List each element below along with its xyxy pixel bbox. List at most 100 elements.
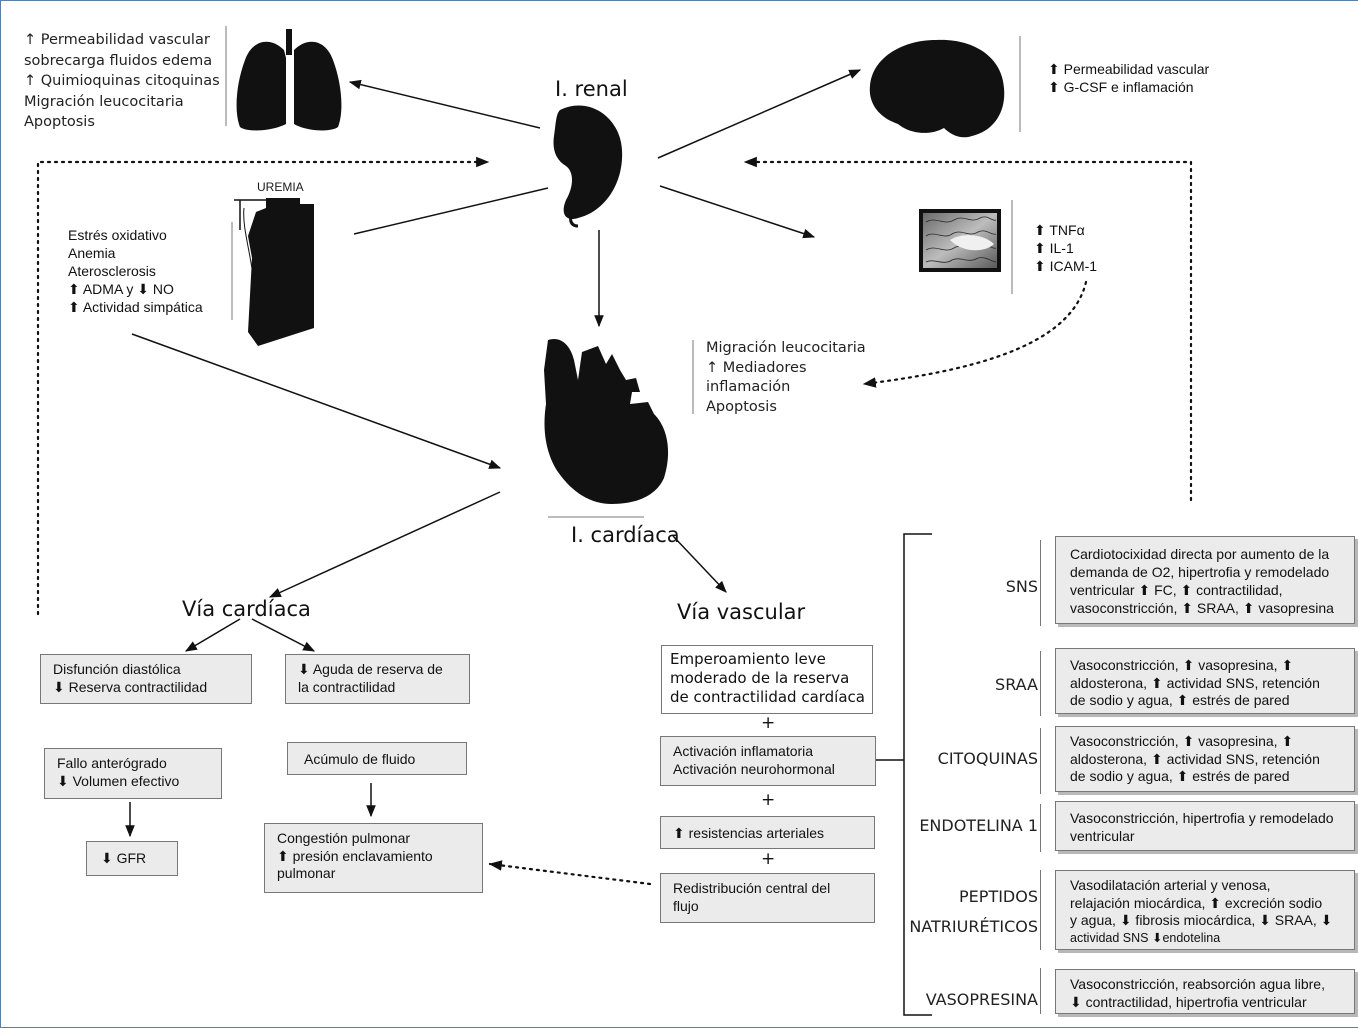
lung-effect: Migración leucocitaria xyxy=(24,93,184,110)
cell-effects: ⬆ TNFα ⬆ IL-1 ⬆ ICAM-1 xyxy=(1034,221,1097,275)
mediator-box-sraa: Vasoconstricción, ⬆ vasopresina, ⬆ aldos… xyxy=(1055,648,1355,714)
heart-label: I. cardíaca xyxy=(571,523,680,547)
lung-effect: ↑ Permeabilidad vascular xyxy=(24,32,210,48)
box-line: ventricular ⬆ FC, ⬆ contractilidad, xyxy=(1070,582,1283,598)
heart-effect: Migración leucocitaria xyxy=(706,340,866,356)
uremia-label: UREMIA xyxy=(257,180,304,194)
box-line: aldosterona, ⬆ actividad SNS, retención xyxy=(1070,750,1320,767)
mediator-label-cytokines: CITOQUINAS xyxy=(937,749,1038,768)
box-line: Cardiotocixidad directa por aumento de l… xyxy=(1070,546,1330,562)
uremia-effect: Aterosclerosis xyxy=(68,263,156,279)
heart-effect: ↑ Mediadores xyxy=(706,359,807,376)
lung-effects: ↑ Permeabilidad vascular sobrecarga flui… xyxy=(24,30,220,133)
box-line: demanda de O2, hipertrofia y remodelado xyxy=(1070,564,1330,580)
box-line: Emperoamiento leve xyxy=(670,650,826,668)
box-line: Vasoconstricción, ⬆ vasopresina, ⬆ xyxy=(1070,657,1294,673)
mediator-label-natriuretic: PEPTIDOS NATRIURÉTICOS xyxy=(909,882,1038,942)
box-line: ⬇ contractilidad, hipertrofia ventricula… xyxy=(1070,993,1307,1010)
mediator-label-endothelin: ENDOTELINA 1 xyxy=(919,816,1038,835)
box-line: Vasoconstricción, hipertrofia y remodela… xyxy=(1070,810,1334,826)
mediator-label-line: PEPTIDOS xyxy=(959,887,1038,906)
box-line: vasoconstricción, ⬆ SRAA, ⬆ vasopresina xyxy=(1070,600,1334,616)
box-line: ⬆ presión enclavamiento xyxy=(277,847,433,864)
box-line: Activación inflamatoria xyxy=(673,743,814,759)
box-line: flujo xyxy=(673,897,699,914)
heart-effect: Apoptosis xyxy=(706,398,777,415)
box-inflammatory-activation: Activación inflamatoria Activación neuro… xyxy=(660,736,876,786)
uremia-effect: Estrés oxidativo xyxy=(68,227,167,243)
mediator-box-sns: Cardiotocixidad directa por aumento de l… xyxy=(1055,536,1355,624)
lung-effect: ↑ Quimioquinas citoquinas xyxy=(24,73,220,89)
mediator-box-endothelin: Vasoconstricción, hipertrofia y remodela… xyxy=(1055,801,1355,851)
uremia-effects: Estrés oxidativo Anemia Aterosclerosis ⬆… xyxy=(68,226,203,316)
mediator-separator xyxy=(1040,540,1041,626)
heart-effect: inflamación xyxy=(706,379,791,395)
cell-effect: ⬆ TNFα xyxy=(1034,222,1085,238)
box-line: actividad SNS ⬇endotelina xyxy=(1070,930,1221,945)
brain-effect: ⬆ G-CSF e inflamación xyxy=(1048,79,1194,95)
mediator-label-vasopressin: VASOPRESINA xyxy=(925,990,1038,1009)
mediator-separator xyxy=(1040,968,1041,1014)
box-line: ⬇ Reserva contractilidad xyxy=(53,678,208,695)
mediator-label-line: NATRIURÉTICOS xyxy=(909,917,1038,936)
lungs-icon xyxy=(236,29,342,131)
box-line: de sodio y agua, ⬆ estrés de pared xyxy=(1070,768,1290,784)
mediator-separator xyxy=(1040,728,1041,794)
plus-sign: + xyxy=(761,790,776,810)
dialysis-machine-icon xyxy=(234,198,314,346)
box-line: relajación miocárdica, ⬆ excreción sodio xyxy=(1070,894,1323,911)
separator-lines xyxy=(225,26,1021,518)
dotted-arrows xyxy=(36,156,1193,886)
box-pulmonary-congestion: Congestión pulmonar ⬆ presión enclavamie… xyxy=(264,823,483,893)
plus-sign: + xyxy=(761,713,776,733)
mediator-box-vasopressin: Vasoconstricción, reabsorción agua libre… xyxy=(1055,969,1355,1014)
box-line: ⬇ Volumen efectivo xyxy=(57,772,180,789)
mediator-separator xyxy=(1040,651,1041,716)
box-acute-reserve: ⬇ Aguda de reserva de la contractilidad xyxy=(285,654,470,704)
mediator-label-sns: SNS xyxy=(1005,577,1038,596)
box-line: Vasodilatación arterial y venosa, xyxy=(1070,877,1271,893)
kidney-icon xyxy=(553,105,623,228)
box-line: Activación neurohormonal xyxy=(673,760,835,777)
mediator-bracket xyxy=(876,533,932,1016)
brain-icon xyxy=(869,39,1005,138)
box-line: de sodio y agua, ⬆ estrés de pared xyxy=(1070,692,1290,708)
box-line: Redistribución central del xyxy=(673,880,831,896)
cell-image-icon xyxy=(919,209,1001,272)
vascular-path-title: Vía vascular xyxy=(677,600,806,624)
uremia-effect: ⬆ ADMA y ⬇ NO xyxy=(68,281,174,297)
mediator-separator xyxy=(1040,870,1041,950)
box-line: Fallo anterógrado xyxy=(57,755,167,771)
uremia-effect: Anemia xyxy=(68,245,116,261)
box-line: ventricular xyxy=(1070,827,1135,844)
mediator-box-natriuretic: Vasodilatación arterial y venosa, relaja… xyxy=(1055,870,1355,950)
box-line: Disfunción diastólica xyxy=(53,661,181,677)
box-line: ⬇ Aguda de reserva de xyxy=(298,661,443,677)
heart-icon xyxy=(544,338,669,504)
box-line: pulmonar xyxy=(277,865,336,881)
box-contractility-worsening: Emperoamiento leve moderado de la reserv… xyxy=(661,645,873,714)
lung-effect: Apoptosis xyxy=(24,114,95,130)
mediator-separator xyxy=(1040,804,1041,852)
box-line: Congestión pulmonar xyxy=(277,830,411,846)
brain-effects: ⬆ Permeabilidad vascular ⬆ G-CSF e infla… xyxy=(1048,60,1209,96)
cell-effect: ⬆ IL-1 xyxy=(1034,240,1074,256)
mediator-label-sraa: SRAA xyxy=(995,675,1038,694)
box-gfr: ⬇ GFR xyxy=(86,841,178,876)
plus-sign: + xyxy=(761,849,776,869)
lung-effect: sobrecarga fluidos edema xyxy=(24,52,213,69)
box-line: aldosterona, ⬆ actividad SNS, retención xyxy=(1070,674,1320,691)
box-anterograde-failure: Fallo anterógrado ⬇ Volumen efectivo xyxy=(44,748,222,799)
cell-effect: ⬆ ICAM-1 xyxy=(1034,258,1098,274)
box-line: Vasoconstricción, reabsorción agua libre… xyxy=(1070,976,1325,992)
box-fluid-accumulation: Acúmulo de fluido xyxy=(287,742,467,775)
kidney-label: I. renal xyxy=(555,77,628,101)
box-line: y agua, ⬇ fibrosis miocárdica, ⬇ SRAA, ⬇ xyxy=(1070,912,1333,928)
heart-effects: Migración leucocitaria ↑ Mediadores infl… xyxy=(706,339,866,417)
box-line: de contractilidad cardíaca xyxy=(670,688,865,706)
mediator-box-cytokines: Vasoconstricción, ⬆ vasopresina, ⬆ aldos… xyxy=(1055,726,1355,792)
box-line: Vasoconstricción, ⬆ vasopresina, ⬆ xyxy=(1070,733,1294,749)
brain-effect: ⬆ Permeabilidad vascular xyxy=(1048,61,1210,77)
box-diastolic-dysfunction: Disfunción diastólica ⬇ Reserva contract… xyxy=(40,654,252,704)
